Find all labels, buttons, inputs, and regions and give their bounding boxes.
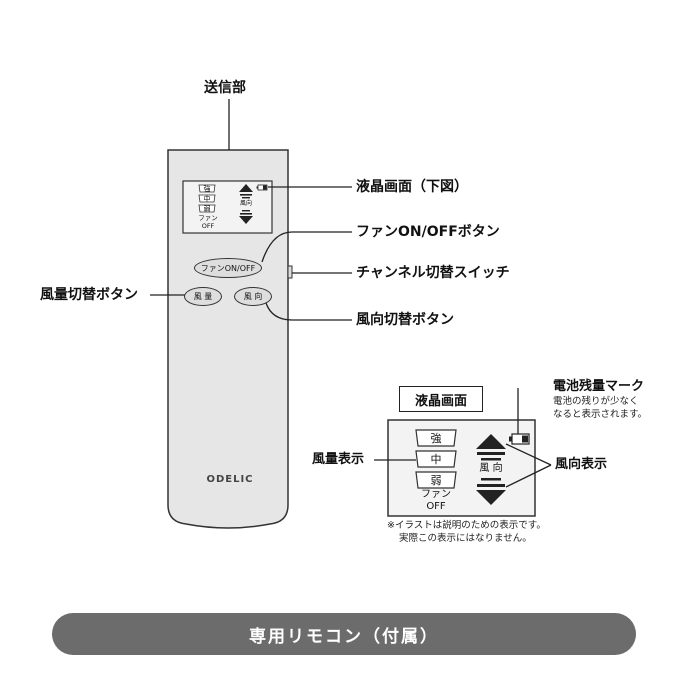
fan-onoff-button[interactable]: ファンON/OFF <box>194 258 262 278</box>
remote-lcd-off: OFF <box>201 222 215 230</box>
panel-strong: 強 <box>430 432 442 445</box>
battery-note-1: 電池の残りが少なく <box>553 396 639 407</box>
remote-lcd-direction: 風向 <box>239 200 252 207</box>
lcd-panel-title: 液晶画面 <box>399 386 483 412</box>
label-lcd-screen: 液晶画面（下図） <box>356 179 468 195</box>
remote-lcd-fan: ファン <box>198 214 218 222</box>
battery-mark-title: 電池残量マーク <box>553 379 645 394</box>
note-line-1: ※イラストは説明のための表示です。 <box>387 520 546 531</box>
channel-switch <box>287 265 293 279</box>
panel-fan: ファン <box>421 489 451 500</box>
airflow-button[interactable]: 風 量 <box>184 287 222 306</box>
panel-down-arrow-icon <box>476 490 506 505</box>
airflow-display-label: 風量表示 <box>312 452 365 467</box>
label-airflow-button: 風量切替ボタン <box>40 287 138 303</box>
label-direction-button: 風向切替ボタン <box>356 312 454 328</box>
remote-lcd-strong: 強 <box>203 185 211 193</box>
label-channel-switch: チャンネル切替スイッチ <box>356 265 510 281</box>
direction-button[interactable]: 風 向 <box>234 287 272 306</box>
panel-direction: 風 向 <box>479 463 503 474</box>
remote-down-arrow-icon <box>239 216 253 224</box>
caption-text: 専用リモコン（付属） <box>249 626 439 647</box>
panel-up-arrow-icon <box>476 434 506 449</box>
remote-lcd-weak: 弱 <box>203 205 211 213</box>
remote-lcd-medium: 中 <box>203 195 211 203</box>
battery-note-2: なると表示されます。 <box>553 409 648 420</box>
panel-off: OFF <box>426 501 446 512</box>
note-line-2: 実際この表示にはなりません。 <box>399 533 532 544</box>
remote-lcd <box>182 180 273 234</box>
caption-bar: 専用リモコン（付属） <box>52 613 636 655</box>
panel-weak: 弱 <box>430 474 442 487</box>
remote-up-arrow-icon <box>239 184 253 192</box>
direction-display-label: 風向表示 <box>555 457 608 472</box>
label-transmitter: 送信部 <box>204 80 246 96</box>
lcd-panel <box>387 419 536 517</box>
brand-logo: ODELIC <box>206 474 254 485</box>
remote-body <box>167 149 289 529</box>
panel-medium: 中 <box>430 453 442 466</box>
label-fan-onoff-button: ファンON/OFFボタン <box>356 224 500 240</box>
